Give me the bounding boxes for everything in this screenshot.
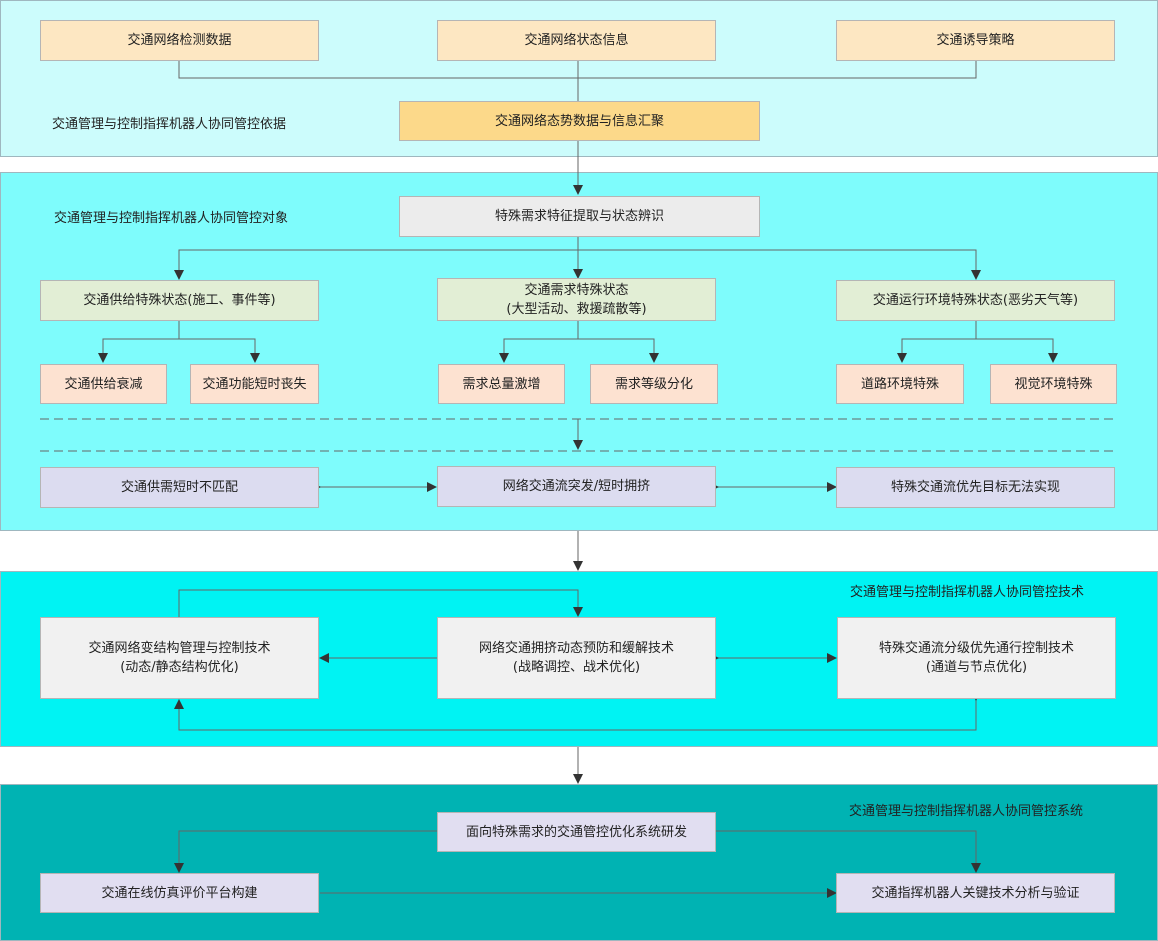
substate-function-loss: 交通功能短时丧失 <box>190 364 319 404</box>
substate-visual-env: 视觉环境特殊 <box>990 364 1117 404</box>
tech-variable-structure: 交通网络变结构管理与控制技术(动态/静态结构优化) <box>40 617 319 699</box>
input-guidance-strategy: 交通诱导策略 <box>836 20 1115 61</box>
extraction-box: 特殊需求特征提取与状态辨识 <box>399 196 760 237</box>
band-label-object: 交通管理与控制指挥机器人协同管控对象 <box>54 211 289 226</box>
band-label-system: 交通管理与控制指挥机器人协同管控系统 <box>849 804 1084 819</box>
system-simulation-platform: 交通在线仿真评价平台构建 <box>40 873 319 913</box>
substate-demand-grading: 需求等级分化 <box>590 364 718 404</box>
band-label-basis: 交通管理与控制指挥机器人协同管控依据 <box>52 117 287 132</box>
state-demand: 交通需求特殊状态(大型活动、救援疏散等) <box>437 278 716 321</box>
system-robot-validation: 交通指挥机器人关键技术分析与验证 <box>836 873 1115 913</box>
problem-supply-demand-mismatch: 交通供需短时不匹配 <box>40 467 319 508</box>
state-environment: 交通运行环境特殊状态(恶劣天气等) <box>836 280 1115 321</box>
substate-supply-decline: 交通供给衰减 <box>40 364 167 404</box>
tech-congestion-prevention: 网络交通拥挤动态预防和缓解技术(战略调控、战术优化) <box>437 617 716 699</box>
aggregation-box: 交通网络态势数据与信息汇聚 <box>399 101 760 141</box>
band-system <box>0 784 1158 941</box>
problem-congestion: 网络交通流突发/短时拥挤 <box>437 466 716 507</box>
input-detection-data: 交通网络检测数据 <box>40 20 319 61</box>
band-label-tech: 交通管理与控制指挥机器人协同管控技术 <box>850 585 1085 600</box>
substate-road-env: 道路环境特殊 <box>836 364 964 404</box>
state-supply: 交通供给特殊状态(施工、事件等) <box>40 280 319 321</box>
substate-demand-surge: 需求总量激增 <box>438 364 565 404</box>
tech-priority-control: 特殊交通流分级优先通行控制技术(通道与节点优化) <box>837 617 1116 699</box>
input-network-state: 交通网络状态信息 <box>437 20 716 61</box>
system-main-box: 面向特殊需求的交通管控优化系统研发 <box>437 812 716 852</box>
problem-priority-failure: 特殊交通流优先目标无法实现 <box>836 467 1115 508</box>
